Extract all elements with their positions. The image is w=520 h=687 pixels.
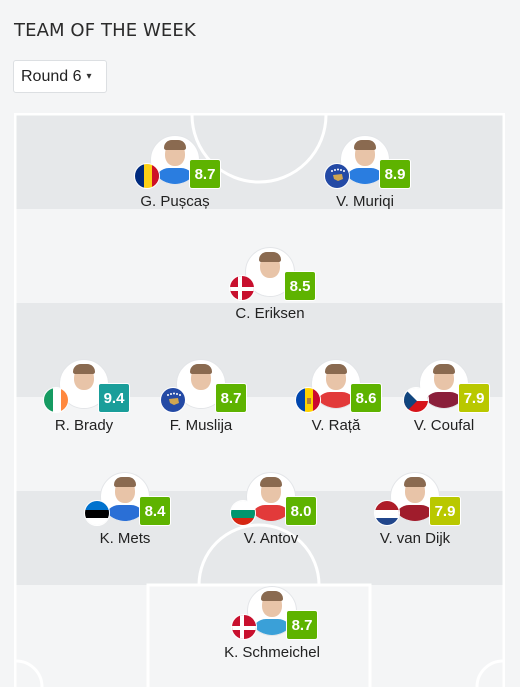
- bulgaria-flag-icon: [230, 500, 256, 526]
- player-rating-badge: 9.4: [98, 383, 130, 413]
- player-name[interactable]: K. Mets: [99, 530, 151, 547]
- player-card[interactable]: 7.9 V. van Dijk: [350, 472, 480, 564]
- player-rating-badge: 8.7: [215, 383, 247, 413]
- pitch-lines: [14, 113, 505, 687]
- pitch-stripe: [14, 113, 505, 209]
- kosovo-flag-icon: [324, 163, 350, 189]
- player-name[interactable]: G. Pușcaș: [140, 193, 210, 210]
- player-name[interactable]: V. Muriqi: [336, 193, 394, 210]
- player-card[interactable]: 8.4 K. Mets: [60, 472, 190, 564]
- denmark-flag-icon: [231, 614, 257, 640]
- player-rating-badge: 8.9: [379, 159, 411, 189]
- player-name[interactable]: V. Antov: [243, 530, 299, 547]
- player-card[interactable]: 7.9 V. Coufal: [379, 359, 505, 451]
- player-rating-badge: 7.9: [458, 383, 490, 413]
- player-card[interactable]: 9.4 R. Brady: [19, 359, 149, 451]
- round-dropdown-value: Round 6: [21, 67, 82, 85]
- player-rating-badge: 8.7: [189, 159, 221, 189]
- round-dropdown[interactable]: Round 6 ▾: [13, 60, 107, 93]
- player-name[interactable]: V. van Dijk: [379, 530, 451, 547]
- estonia-flag-icon: [84, 500, 110, 526]
- pitch: 8.7 G. Pușcaș 8.9 V. Muriqi 8.5 C. Eriksen 9.4…: [14, 113, 505, 687]
- czech-flag-icon: [403, 387, 429, 413]
- player-rating-badge: 8.7: [286, 610, 318, 640]
- player-rating-badge: 7.9: [429, 496, 461, 526]
- player-name[interactable]: C. Eriksen: [235, 305, 305, 322]
- player-rating-badge: 8.0: [285, 496, 317, 526]
- player-rating-badge: 8.5: [284, 271, 316, 301]
- player-name[interactable]: R. Brady: [54, 417, 114, 434]
- chevron-down-icon: ▾: [86, 71, 92, 82]
- player-card[interactable]: 8.5 C. Eriksen: [205, 247, 335, 339]
- denmark-flag-icon: [229, 275, 255, 301]
- player-name[interactable]: V. Coufal: [413, 417, 475, 434]
- page-title: TEAM OF THE WEEK: [14, 20, 196, 41]
- romania-flag-icon: [134, 163, 160, 189]
- ireland-flag-icon: [43, 387, 69, 413]
- player-card[interactable]: 8.7 K. Schmeichel: [207, 586, 337, 678]
- player-rating-badge: 8.6: [350, 383, 382, 413]
- moldova-flag-icon: [295, 387, 321, 413]
- player-rating-badge: 8.4: [139, 496, 171, 526]
- player-card[interactable]: 8.7 G. Pușcaș: [110, 135, 240, 227]
- player-card[interactable]: 8.0 V. Antov: [206, 472, 336, 564]
- player-name[interactable]: K. Schmeichel: [224, 644, 320, 661]
- kosovo-flag-icon: [160, 387, 186, 413]
- player-card[interactable]: 8.9 V. Muriqi: [300, 135, 430, 227]
- netherlands-flag-icon: [374, 500, 400, 526]
- player-card[interactable]: 8.7 F. Muslija: [136, 359, 266, 451]
- player-name[interactable]: F. Muslija: [169, 417, 233, 434]
